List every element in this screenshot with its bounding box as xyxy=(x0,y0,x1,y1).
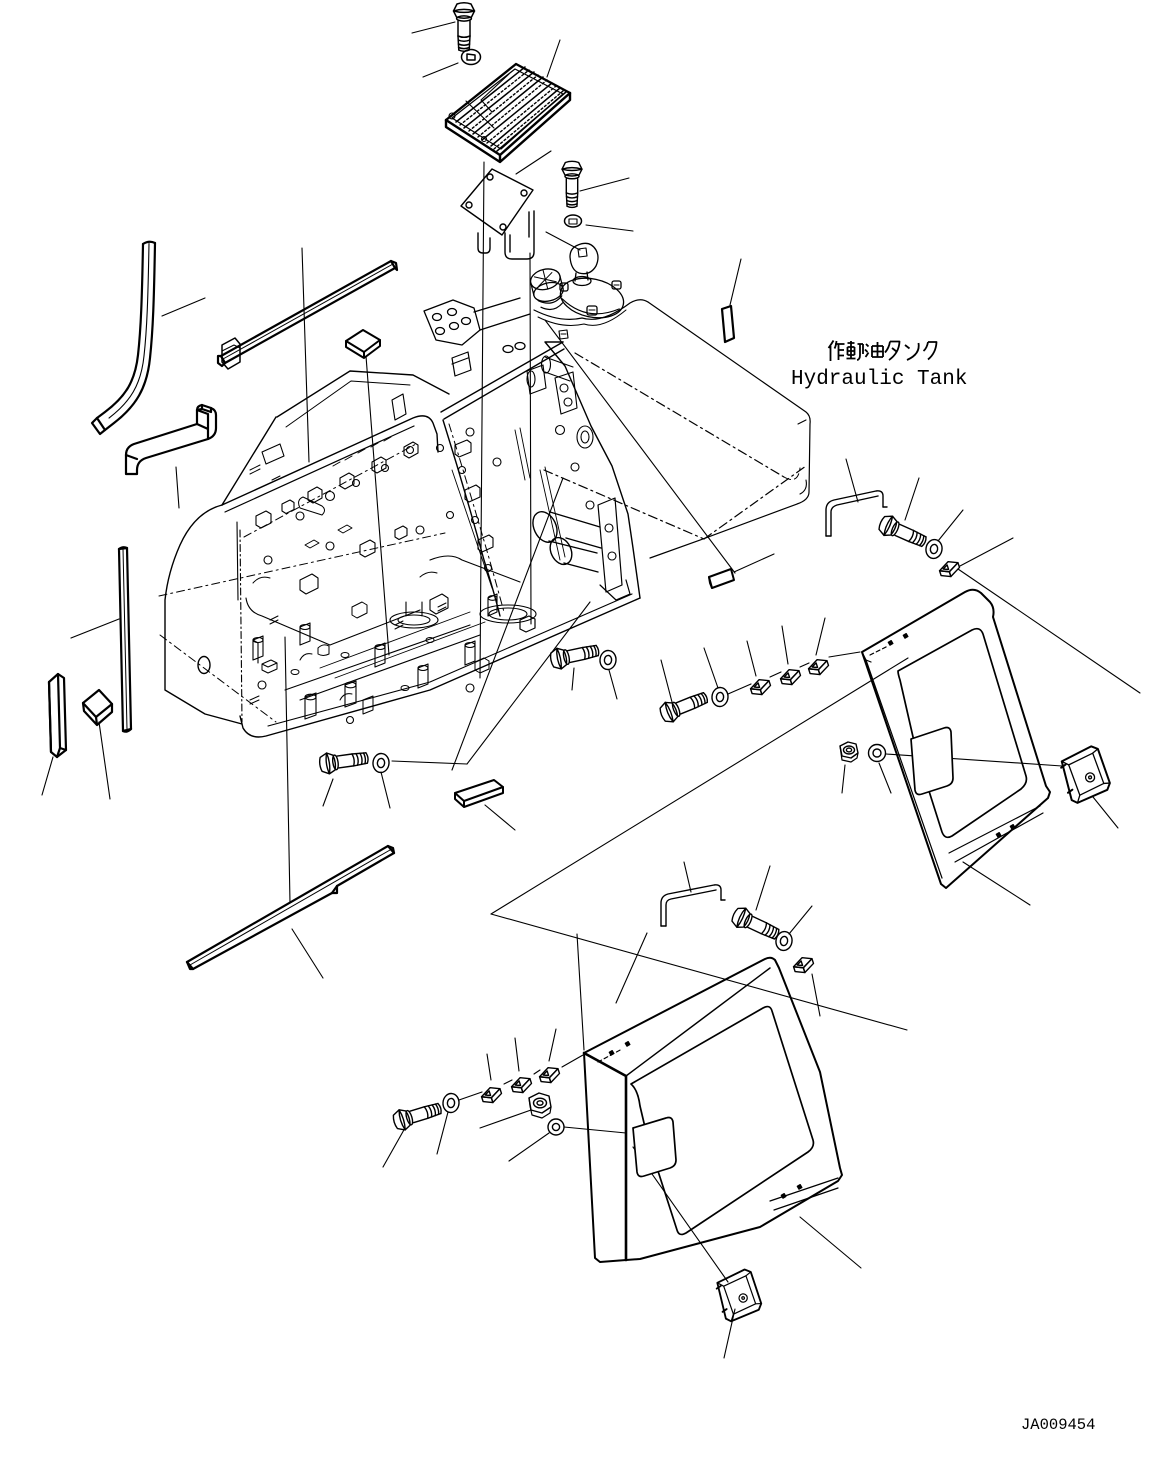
svg-text:Hydraulic Tank: Hydraulic Tank xyxy=(791,368,967,391)
svg-text:JA009454: JA009454 xyxy=(1021,1416,1095,1434)
